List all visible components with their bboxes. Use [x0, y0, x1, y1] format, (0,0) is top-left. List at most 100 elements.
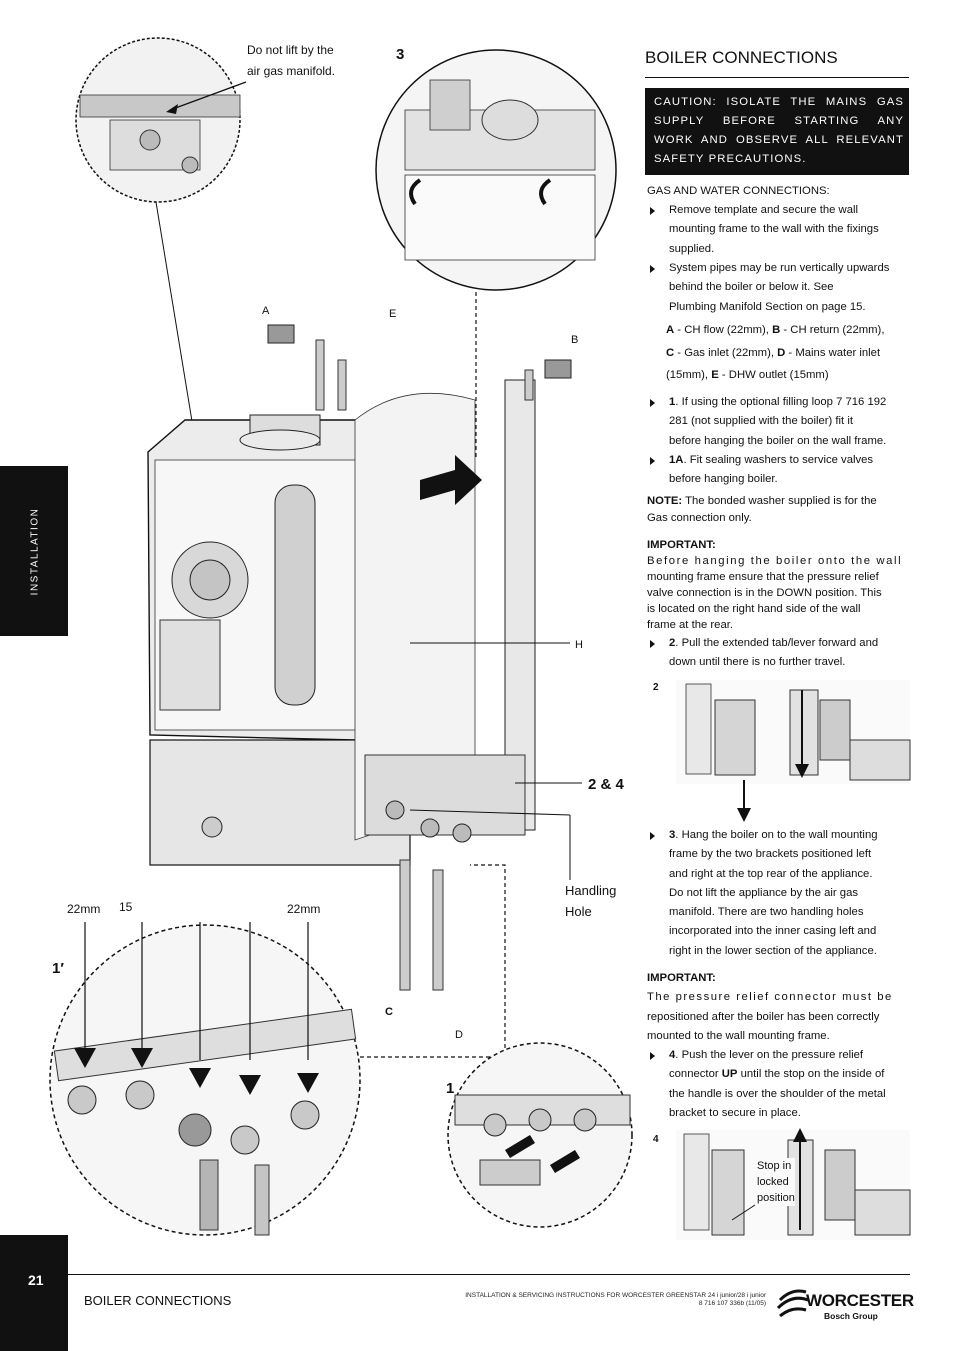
bullet-key: 3 [669, 829, 676, 841]
bullet-line: incorporated into the inner casing left … [669, 925, 877, 938]
page-number: 21 [28, 1272, 44, 1288]
note-line: The bonded washer supplied is for the [682, 495, 877, 507]
figure-2-label: 2 [653, 682, 659, 693]
important-paragraph-2: IMPORTANT: The pressure relief connector… [647, 969, 909, 1046]
side-tab: INSTALLATION [0, 466, 68, 636]
bullet-line: before hanging boiler. [669, 473, 778, 486]
section-title: BOILER CONNECTIONS [645, 48, 838, 67]
footer-doc-line1: INSTALLATION & SERVICING INSTRUCTIONS FO… [465, 1292, 766, 1299]
important-heading: IMPORTANT: [647, 539, 716, 551]
bullet-line: Plumbing Manifold Section on page 15. [669, 300, 866, 313]
magnifier-filling-loop [447, 1042, 633, 1228]
label-A: A [262, 305, 270, 317]
gas-water-heading: GAS AND WATER CONNECTIONS: [647, 185, 830, 197]
bosch-group-label: Bosch Group [824, 1311, 878, 1321]
bullet-key: 4 [669, 1049, 676, 1061]
figure-4-label: 4 [653, 1134, 659, 1145]
bullet-line: bracket to secure in place. [669, 1106, 801, 1119]
bullet-line: and right at the top rear of the applian… [669, 867, 873, 880]
bullet-line: 281 (not supplied with the boiler) fit i… [669, 415, 853, 428]
side-tab-label: INSTALLATION [29, 507, 41, 595]
bullet-line: before hanging the boiler on the wall fr… [669, 434, 887, 447]
label-H: H [575, 639, 583, 651]
bullet-line: until the stop on the inside of [737, 1068, 885, 1081]
callout-manifold: Do not lift by the air gas manifold. [247, 40, 335, 82]
handling-hole-line2: Hole [565, 904, 592, 919]
bullet-line: Remove template and secure the wall [669, 204, 859, 216]
conn-a-text: - CH flow (22mm), [674, 324, 773, 336]
conn-e-text: - DHW outlet (15mm) [718, 369, 829, 381]
conn-c-key: C [666, 346, 675, 359]
conn-d-text: - Mains water inlet [785, 346, 881, 359]
conn-d-key: D [777, 346, 786, 359]
important-paragraph-1: IMPORTANT: Before hanging the boiler ont… [647, 537, 909, 633]
bullet-line: . Push the lever on the pressure relief [675, 1049, 864, 1061]
note-line: Gas connection only. [647, 512, 752, 524]
label-22mm-left: 22mm [67, 902, 101, 916]
bullet-line: . Hang the boiler on to the wall mountin… [675, 829, 878, 841]
boiler-unit [147, 324, 582, 1058]
note-paragraph: NOTE: The bonded washer supplied is for … [647, 493, 909, 527]
callout-manifold-line2: air gas manifold. [247, 64, 336, 78]
note-key: NOTE: [647, 495, 683, 507]
caution-box: CAUTION: ISOLATE THE MAINS GAS SUPPLY BE… [645, 88, 909, 175]
label-E: E [389, 308, 397, 320]
label-D: D [455, 1029, 463, 1041]
conn-b-text: - CH return (22mm), [780, 324, 885, 336]
fig4-callout-line: locked [757, 1176, 789, 1188]
label-15: 15 [119, 900, 133, 914]
important-line: The pressure relief connector must be [647, 991, 893, 1004]
important-heading: IMPORTANT: [647, 972, 716, 984]
conn-b-key: B [772, 324, 781, 336]
magnifier-service-valves [49, 922, 361, 1236]
bullet-line: connector [669, 1068, 722, 1081]
bullet-line: right in the lower section of the applia… [669, 944, 877, 957]
important-line: Before hanging the boiler onto the wall [647, 555, 903, 567]
footer-divider [68, 1274, 910, 1275]
bullet-line: Do not lift the appliance by the air gas [669, 886, 859, 899]
important-line: is located on the right hand side of the… [647, 603, 861, 615]
page-number-tab [0, 1235, 68, 1351]
bullet-line: behind the boiler or below it. See [669, 281, 834, 294]
label-3: 3 [396, 46, 405, 63]
bullet-bold-word: UP [721, 1068, 738, 1081]
bullet-line: . Fit sealing washers to service valves [683, 454, 874, 466]
bullet-key: 2 [669, 637, 676, 649]
footer-section-title: BOILER CONNECTIONS [84, 1293, 232, 1308]
label-1: 1 [446, 1080, 455, 1097]
fig4-callout-line: position [757, 1192, 795, 1204]
bullet-line: frame by the two brackets positioned lef… [669, 848, 872, 861]
label-22mm-right: 22mm [287, 902, 321, 916]
label-C: C [385, 1006, 393, 1018]
magnifier-brackets [375, 49, 617, 460]
important-line: valve connection is in the DOWN position… [647, 587, 882, 599]
footer-document-info: INSTALLATION & SERVICING INSTRUCTIONS FO… [400, 1292, 766, 1308]
bullet-line: System pipes may be run vertically upwar… [669, 262, 890, 274]
figure-2-lever-down [676, 680, 911, 822]
caution-text: CAUTION: ISOLATE THE MAINS GAS SUPPLY BE… [654, 96, 904, 165]
bullet-line: . Pull the extended tab/lever forward an… [675, 637, 879, 649]
bullet-line: supplied. [669, 242, 715, 255]
bullet-key: 1 [669, 396, 676, 408]
handling-hole-line1: Handling [565, 883, 617, 898]
magnifier-manifold [75, 37, 247, 471]
bullet-line: the handle is over the shoulder of the m… [669, 1087, 886, 1100]
callout-handling-hole: Handling Hole [565, 880, 616, 922]
important-line: mounted to the wall mounting frame. [647, 1029, 830, 1042]
conn-e-key: E [711, 369, 719, 381]
label-1-prime: 1′ [52, 960, 64, 977]
worcester-logo: WORCESTER [806, 1291, 914, 1310]
bullet-line: down until there is no further travel. [669, 656, 846, 669]
connections-list: A - CH flow (22mm), B - CH return (22mm)… [666, 319, 884, 387]
important-line: mounting frame ensure that the pressure … [647, 571, 879, 583]
bullet-line: mounting frame to the wall with the fixi… [669, 223, 879, 236]
bullet-key: 1A [669, 454, 684, 466]
conn-c-text: - Gas inlet (22mm), [674, 346, 778, 359]
important-line: frame at the rear. [647, 619, 734, 631]
label-2-and-4: 2 & 4 [588, 776, 624, 793]
figure-4-callout: Stop in locked position [757, 1158, 795, 1206]
footer-doc-line2: 8 716 107 336b (11/05) [698, 1300, 766, 1307]
fig4-callout-line: Stop in [757, 1160, 792, 1172]
bullet-line: . If using the optional filling loop 7 7… [675, 396, 887, 408]
label-B: B [571, 334, 579, 346]
